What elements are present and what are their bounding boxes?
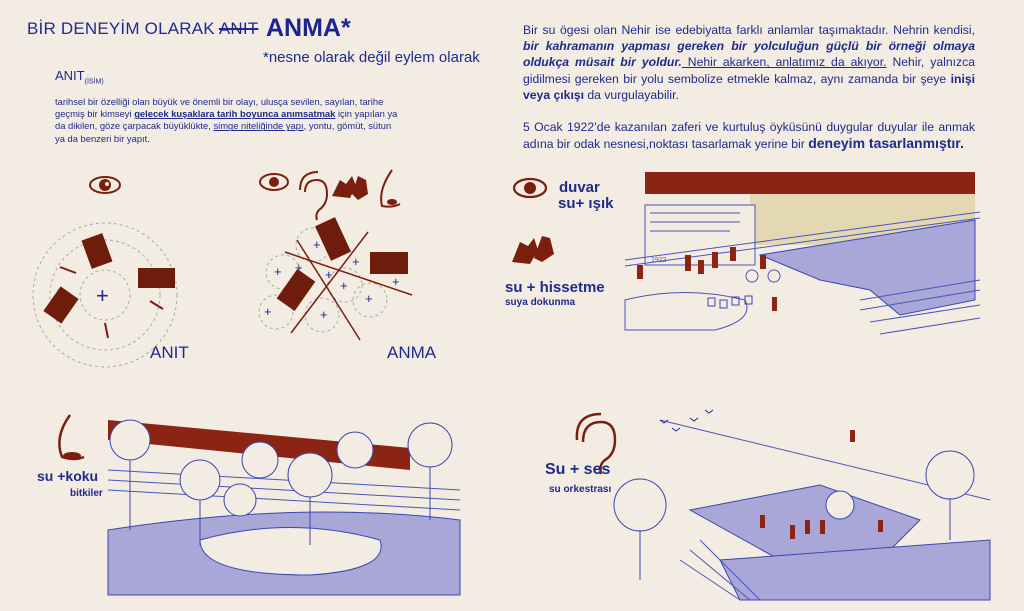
svg-text:+: +	[274, 264, 282, 279]
svg-text:+: +	[325, 267, 333, 282]
anit-diagram: +	[32, 176, 178, 368]
ear-icon	[299, 171, 329, 221]
eye-icon	[512, 177, 548, 199]
sense-smell-title: su +koku	[37, 468, 99, 484]
intro-bold-italic: bir kahramanın yapması gereken bir yolcu…	[523, 39, 975, 70]
intro-text: Bir su ögesi olan Nehir ise edebiyatta f…	[523, 22, 975, 168]
intro-text-part: Bir su ögesi olan Nehir ise edebiyatta f…	[523, 23, 975, 37]
anma-label: ANMA	[387, 343, 437, 362]
svg-text:+: +	[320, 307, 328, 322]
subtitle: *nesne olarak değil eylem olarak	[263, 49, 480, 66]
sight-title-2: su+ ışık	[558, 195, 614, 212]
sense-hearing-sub: su orkestrası	[549, 484, 612, 495]
intro-text-part: da vurgulayabilir.	[584, 87, 679, 102]
board-title: BİR DENEYİM OLARAK ANIT	[27, 19, 258, 39]
ear-icon	[575, 412, 617, 475]
wall-year: 1922	[651, 257, 667, 264]
term-sub: (İSİM)	[84, 78, 104, 86]
svg-text:+: +	[340, 278, 348, 293]
intro-bold: inişi veya çıkışı	[523, 71, 975, 102]
def-bold: gelecek kuşaklara tarih boyunca anımsatm…	[134, 108, 336, 120]
title-prefix: BİR DENEYİM OLARAK	[27, 19, 215, 38]
def-underlined: simge niteliğinde yapı	[213, 120, 304, 132]
intro-underlined: Nehir akarken, anlatımız da akıyor.	[681, 55, 887, 70]
riverfront-wall-scene: 1922	[624, 172, 981, 335]
def-text: için yapılan ya da dikilen, göze çarpaca…	[55, 108, 398, 132]
sense-smell-sub: bitkiler	[70, 488, 103, 499]
hands-icon	[512, 236, 554, 264]
sense-hearing-title: Su + ses	[545, 461, 611, 478]
svg-text:+: +	[392, 274, 400, 289]
water-orchestra-scene	[613, 409, 991, 601]
nose-icon	[380, 169, 401, 208]
hands-icon	[332, 176, 368, 200]
definition-term: ANIT(İSİM)	[55, 68, 104, 86]
svg-text:+: +	[295, 260, 303, 275]
svg-text:+: +	[96, 283, 109, 308]
def-text: tarihsel bir özelliği olan büyük ve önem…	[55, 96, 384, 120]
sight-title-1: duvar	[559, 179, 600, 196]
sense-touch-title: su + hissetme	[505, 279, 605, 296]
nose-icon	[58, 414, 85, 461]
anit-label: ANIT	[150, 343, 189, 362]
definition-text: tarihsel bir özelliği olan büyük ve önem…	[55, 96, 400, 145]
svg-text:+: +	[313, 237, 321, 252]
term: ANIT	[55, 68, 85, 83]
anma-diagram: + + + + + + + + + +	[258, 169, 413, 341]
def-text: , yontu, gömüt, sütun ya da benzeri bir …	[55, 120, 392, 144]
planted-park-scene	[107, 419, 461, 596]
svg-text:+: +	[264, 304, 272, 319]
title-struck-word: ANIT	[218, 19, 259, 38]
sense-touch-sub: suya dokunma	[505, 297, 576, 308]
svg-text:+: +	[352, 254, 360, 269]
svg-text:+: +	[365, 291, 373, 306]
intro-text-part: 5 Ocak 1922’de kazanılan zaferi ve kurtu…	[523, 120, 975, 152]
eye-icon	[89, 176, 121, 194]
eye-icon	[259, 173, 289, 191]
title-main: ANMA*	[266, 14, 351, 42]
intro-text-part: Nehir, yalnızca gidilmesi gereken bir yo…	[523, 55, 975, 86]
intro-emphasis: deneyim tasarlanmıştır.	[808, 135, 964, 152]
